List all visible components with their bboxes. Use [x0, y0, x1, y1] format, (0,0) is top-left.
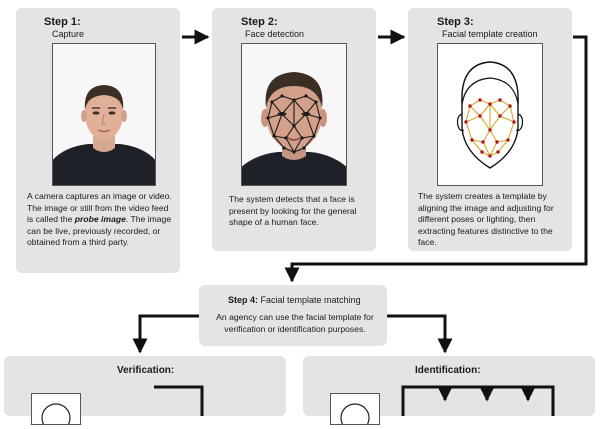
detected-face-image [242, 44, 346, 185]
verification-arrow [154, 385, 204, 416]
step4-description: An agency can use the facial template fo… [216, 312, 374, 334]
identification-box: Identification: [303, 356, 595, 429]
verification-title: Verification: [117, 365, 175, 376]
step2-description: The system detects that a face is presen… [229, 194, 357, 228]
step2-title: Step 2: [241, 16, 278, 28]
step3-subtitle: Facial template creation [442, 29, 538, 39]
facial-template-figure [437, 43, 543, 186]
step1-description: A camera captures an image or video. The… [27, 191, 172, 248]
verification-box: Verification: [4, 356, 286, 429]
probe-image-term: probe image [74, 214, 126, 225]
step2-subtitle: Face detection [245, 29, 305, 39]
identification-title: Identification: [415, 365, 481, 376]
step2-box: Step 2: Face detection [212, 8, 376, 251]
step1-box: Step 1: Capture A camera captures an ima… [16, 8, 180, 273]
face-detection-photo [241, 43, 347, 186]
step1-title: Step 1: [44, 16, 81, 28]
step4-title: Step 4: [228, 295, 259, 305]
step4-box: Step 4: Facial template matching An agen… [199, 285, 387, 346]
step1-subtitle: Capture [52, 29, 85, 39]
identification-arrows [401, 385, 555, 416]
probe-image-photo [52, 43, 156, 186]
step3-box: Step 3: Facial template creation The sys… [408, 8, 572, 251]
facial-template-image [438, 44, 542, 185]
step3-title: Step 3: [437, 16, 474, 28]
step3-description: The system creates a template by alignin… [418, 191, 554, 248]
step4-subtitle: Facial template matching [260, 295, 361, 305]
step4-heading: Step 4: Facial template matching [228, 295, 361, 305]
person-face-image [53, 44, 155, 185]
arrow-step3-to-step4 [284, 35, 588, 283]
